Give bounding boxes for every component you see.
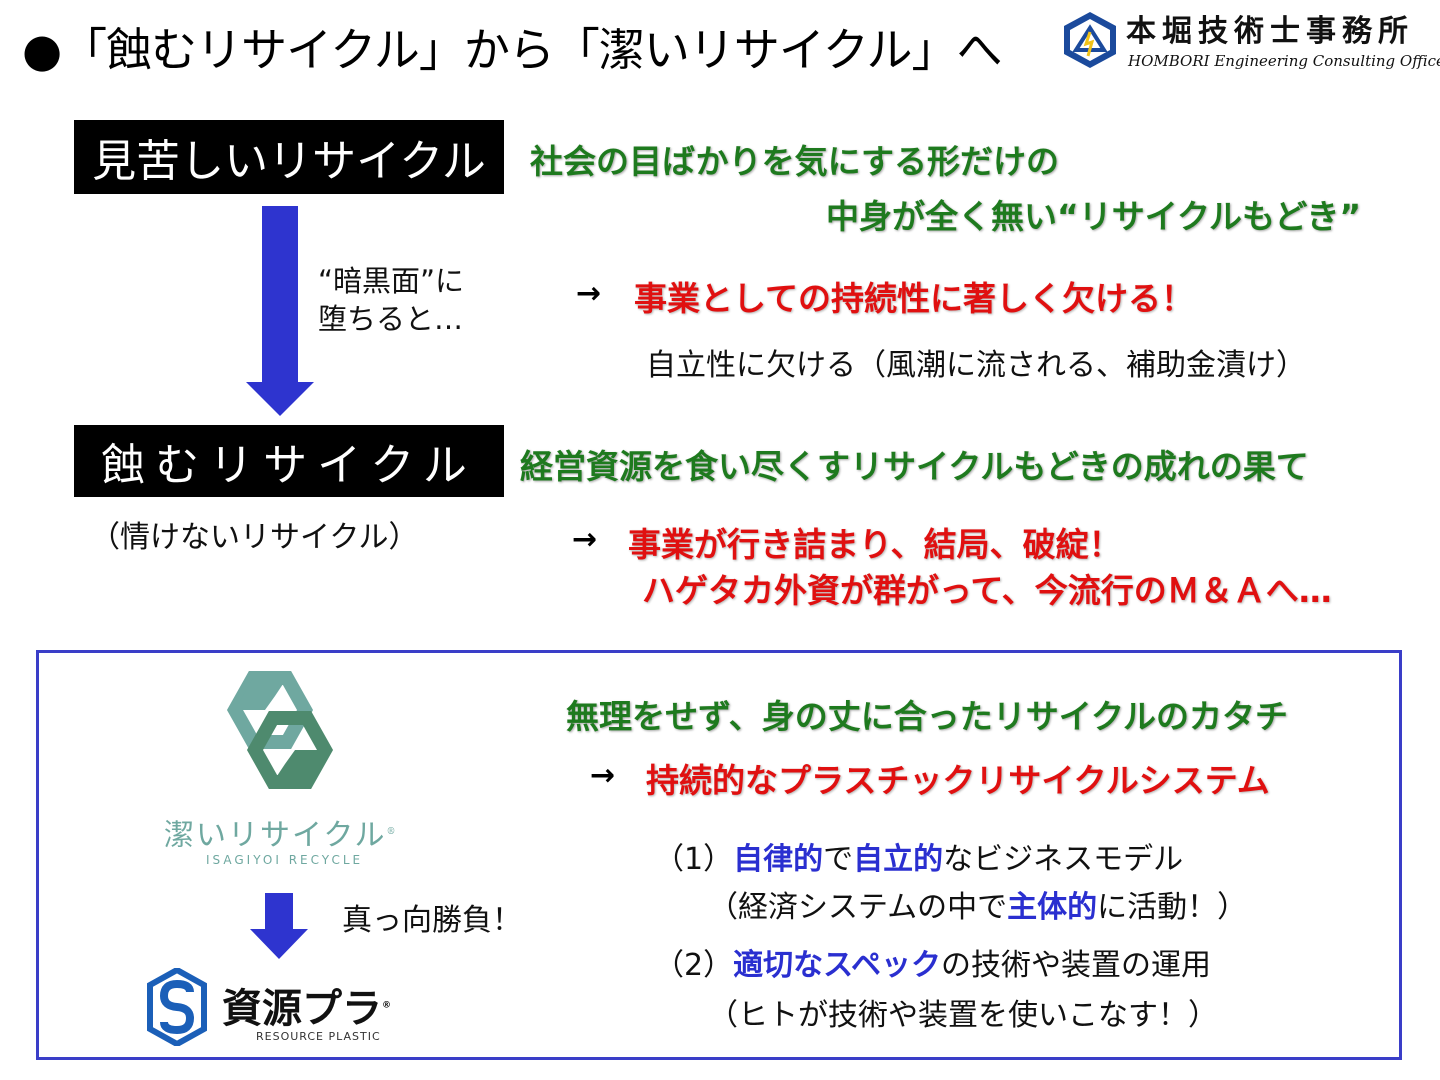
isagiyoi-hexagon-icon bbox=[226, 671, 334, 789]
collapse-text-1: 事業が行き詰まり、結局、破綻！ bbox=[628, 525, 1122, 564]
erode-recycle-desc: 経営資源を食い尽くすリサイクルもどきの成れの果て bbox=[520, 447, 1309, 486]
isagiyoi-panel bbox=[36, 650, 1402, 1060]
right-arrow-icon: → bbox=[590, 758, 616, 793]
isagiyoi-logo-text-en: ISAGIYOI RECYCLE bbox=[206, 853, 364, 867]
point-1-sub: （経済システムの中で主体的に活動！） bbox=[708, 890, 1248, 925]
right-arrow-icon: → bbox=[572, 522, 598, 557]
transition-text-1: “暗黒面”に bbox=[318, 264, 465, 298]
small-down-arrow-icon bbox=[250, 929, 308, 959]
resource-plastic-logo-text-en: RESOURCE PLASTIC bbox=[256, 1030, 381, 1043]
transition-text-2: 堕ちると… bbox=[318, 302, 464, 336]
head-on-text: 真っ向勝負！ bbox=[342, 903, 522, 938]
sustainable-system-text: 持続的なプラスチックリサイクルシステム bbox=[646, 761, 1270, 800]
down-arrow-shaft bbox=[262, 206, 298, 384]
resource-plastic-s-icon bbox=[147, 968, 207, 1046]
resource-plastic-logo-text: 資源プラ® bbox=[222, 986, 391, 1032]
down-arrow-icon bbox=[246, 382, 314, 416]
ugly-recycle-desc-1: 社会の目ばかりを気にする形だけの bbox=[530, 142, 1059, 181]
company-name-en: HOMBORI Engineering Consulting Office bbox=[1128, 52, 1440, 70]
right-arrow-icon: → bbox=[576, 276, 602, 311]
ugly-recycle-label: 見苦しいリサイクル bbox=[74, 120, 504, 194]
point-1: （1）自律的で自立的なビジネスモデル bbox=[654, 842, 1184, 877]
erode-recycle-subtitle: （情けないリサイクル） bbox=[90, 520, 419, 555]
consequence-detail: 自立性に欠ける（風潮に流される、補助金漬け） bbox=[646, 348, 1306, 383]
ugly-recycle-desc-2: 中身が全く無い“リサイクルもどき” bbox=[826, 197, 1362, 236]
hombori-emblem-icon bbox=[1064, 12, 1116, 68]
company-name: 本堀技術士事務所 bbox=[1126, 14, 1414, 49]
small-down-arrow-shaft bbox=[265, 893, 293, 931]
point-2-sub: （ヒトが技術や装置を使いこなす！） bbox=[708, 998, 1218, 1033]
isagiyoi-logo-text: 潔いリサイクル® bbox=[164, 818, 398, 853]
fitting-recycle-text: 無理をせず、身の丈に合ったリサイクルのカタチ bbox=[566, 697, 1289, 736]
page-title: ●「蝕むリサイクル」から「潔いリサイクル」へ bbox=[22, 23, 1003, 77]
erode-recycle-label: 蝕むリサイクル bbox=[74, 425, 504, 497]
point-2: （2）適切なスペックの技術や装置の運用 bbox=[654, 948, 1211, 983]
consequence-headline: 事業としての持続性に著しく欠ける！ bbox=[634, 279, 1195, 318]
collapse-text-2: ハゲタカ外資が群がって、今流行のＭ＆Ａへ… bbox=[642, 571, 1332, 610]
